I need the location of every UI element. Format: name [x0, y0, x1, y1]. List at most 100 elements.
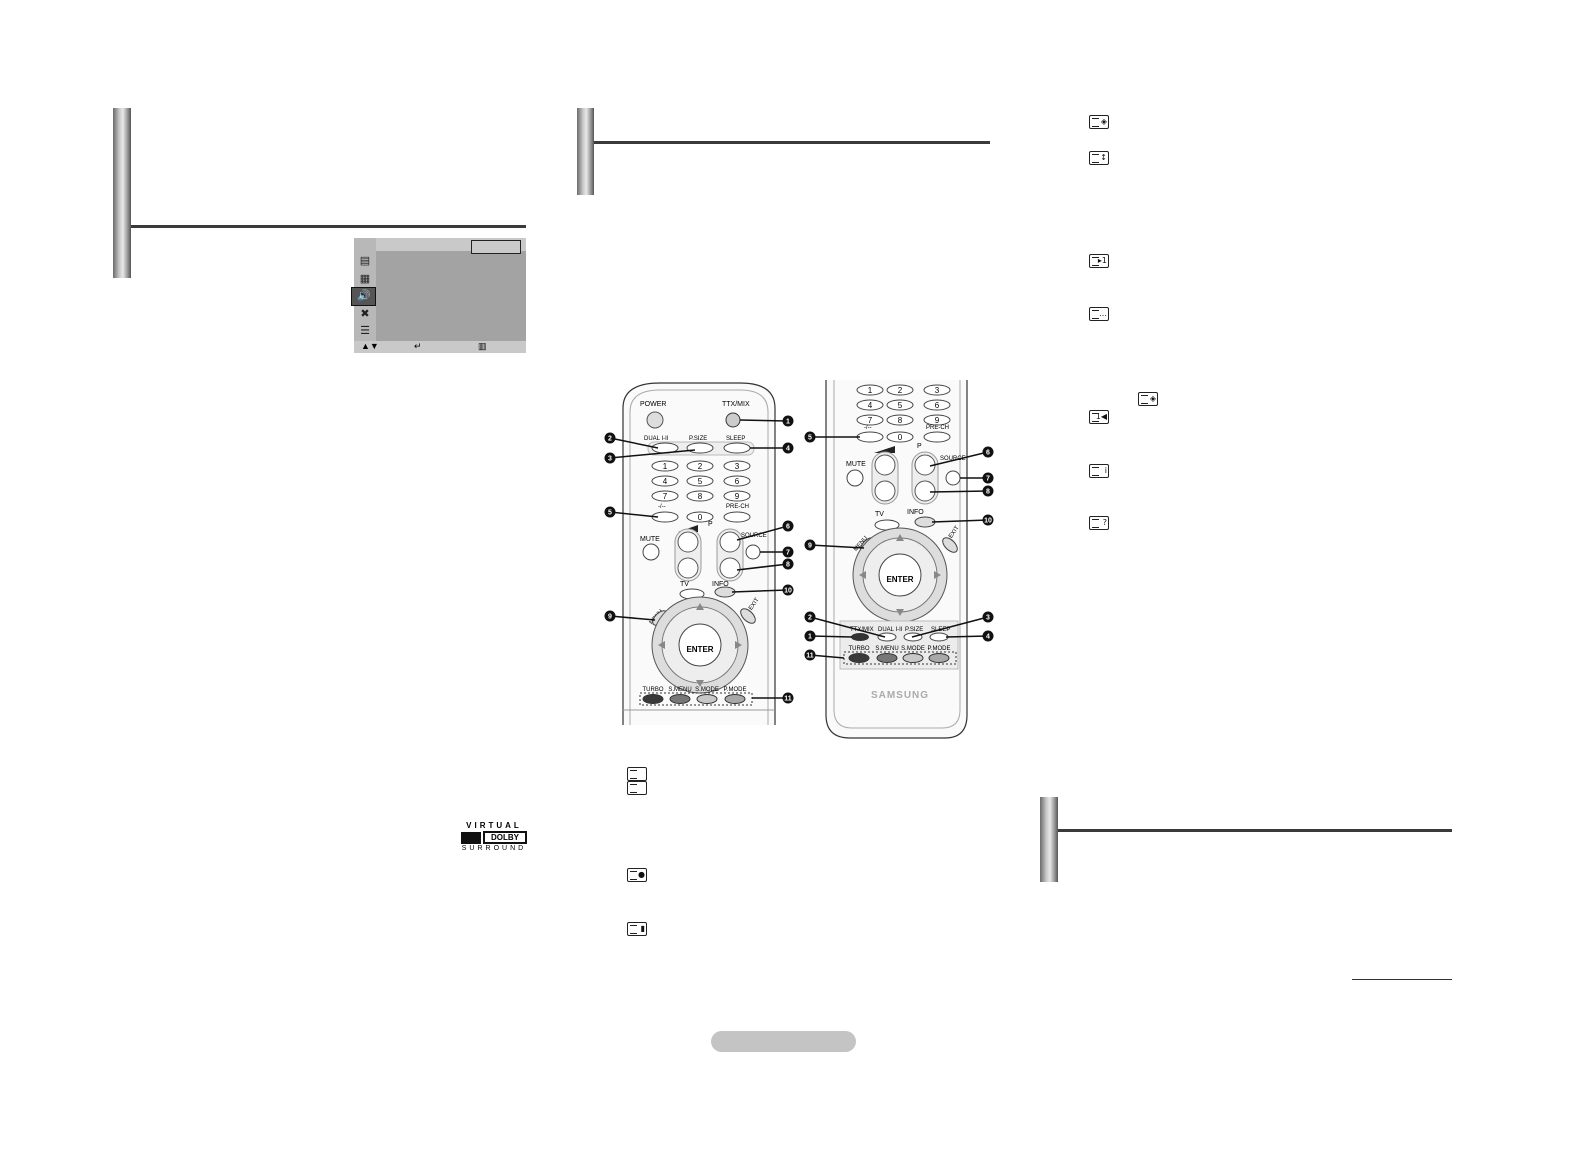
- digit-sep-button[interactable]: [856, 431, 884, 443]
- pmode-button[interactable]: [724, 694, 746, 704]
- key-label: 8: [698, 492, 703, 501]
- key-label: 9: [935, 416, 940, 425]
- info-label: INFO: [907, 509, 924, 516]
- mute-label: MUTE: [846, 461, 866, 468]
- enter-label: ENTER: [886, 575, 913, 584]
- turbo-button[interactable]: [642, 694, 664, 704]
- key-label: 4: [663, 477, 668, 486]
- key-9-button[interactable]: [923, 414, 951, 426]
- smode-button[interactable]: [696, 694, 718, 704]
- callout-2: [804, 611, 816, 623]
- key-1-button[interactable]: [856, 384, 884, 396]
- ttx-mix-button[interactable]: [725, 412, 741, 428]
- sleep-button[interactable]: [929, 632, 949, 642]
- key-0-button[interactable]: [886, 431, 914, 443]
- color-button-label: TURBO: [643, 687, 664, 693]
- key-7-button[interactable]: [856, 414, 884, 426]
- volume-up-button[interactable]: [874, 454, 896, 476]
- key-label: 4: [868, 401, 873, 410]
- psize-label: P.SIZE: [689, 436, 707, 442]
- key-6-button[interactable]: [723, 475, 751, 487]
- exit-button[interactable]: [940, 535, 960, 555]
- key-4-button[interactable]: [856, 399, 884, 411]
- smode-button[interactable]: [902, 653, 924, 663]
- callout-number: 3: [608, 456, 612, 463]
- dolby-virtual-surround-logo: VIRTUAL DOLBY SURROUND: [461, 821, 527, 852]
- power-button[interactable]: [646, 411, 664, 429]
- mute-button[interactable]: [846, 469, 864, 487]
- key-label: 0: [698, 513, 703, 522]
- prech-button[interactable]: [923, 431, 951, 443]
- teletext-display-icon: [627, 767, 647, 781]
- callout-6: [982, 446, 994, 458]
- teletext-index-icon: 1◀: [1089, 410, 1109, 424]
- channel-down-button[interactable]: [719, 557, 741, 579]
- prech-button[interactable]: [723, 511, 751, 523]
- key-label: 2: [698, 462, 703, 471]
- teletext-help-icon: ?: [1089, 516, 1109, 530]
- source-button[interactable]: [745, 544, 761, 560]
- sleep-button[interactable]: [723, 442, 751, 454]
- key-4-button[interactable]: [651, 475, 679, 487]
- key-2-button[interactable]: [686, 460, 714, 472]
- key-2-button[interactable]: [886, 384, 914, 396]
- pmode-button[interactable]: [928, 653, 950, 663]
- callout-10: [782, 584, 794, 596]
- page-number-pill: [711, 1031, 856, 1052]
- logo-line2: SURROUND: [461, 845, 527, 852]
- key-7-button[interactable]: [651, 490, 679, 502]
- channel-down-button[interactable]: [914, 480, 936, 502]
- source-button[interactable]: [945, 470, 961, 486]
- key-1-button[interactable]: [651, 460, 679, 472]
- enter-button[interactable]: [678, 623, 722, 667]
- channel-up-button[interactable]: [719, 531, 741, 553]
- key-9-button[interactable]: [723, 490, 751, 502]
- callout-number: 6: [786, 524, 790, 531]
- prech-label: PRE-CH: [926, 425, 949, 431]
- dual-label: DUAL I-II: [644, 436, 669, 442]
- section-bar-middle: [577, 108, 594, 195]
- volume-up-button[interactable]: [677, 531, 699, 553]
- callout-3: [604, 452, 616, 464]
- ttx-mix-button[interactable]: [851, 633, 869, 641]
- key-3-button[interactable]: [923, 384, 951, 396]
- exit-button[interactable]: [738, 606, 758, 626]
- callout-11: [804, 649, 816, 661]
- callout-number: 1: [808, 634, 812, 641]
- ttx-label: TTX/MIX: [850, 627, 874, 633]
- section-bar-right: [1040, 797, 1058, 882]
- volume-down-button[interactable]: [874, 480, 896, 502]
- volume-down-button[interactable]: [677, 557, 699, 579]
- smenu-button[interactable]: [669, 694, 691, 704]
- key-5-button[interactable]: [886, 399, 914, 411]
- mute-button[interactable]: [642, 543, 660, 561]
- dual-button[interactable]: [877, 632, 897, 642]
- key-5-button[interactable]: [686, 475, 714, 487]
- turbo-button[interactable]: [848, 653, 870, 663]
- smenu-button[interactable]: [876, 653, 898, 663]
- continued-rule: [1352, 979, 1452, 980]
- key-6-button[interactable]: [923, 399, 951, 411]
- key-8-button[interactable]: [886, 414, 914, 426]
- dual-label: DUAL I-II: [878, 627, 903, 633]
- key-label: 1: [663, 462, 668, 471]
- callout-number: 5: [808, 435, 812, 442]
- enter-button[interactable]: [878, 553, 922, 597]
- callout-11: [782, 692, 794, 704]
- logo-brand: DOLBY: [483, 831, 527, 844]
- key-0-button[interactable]: [686, 511, 714, 523]
- key-8-button[interactable]: [686, 490, 714, 502]
- key-3-button[interactable]: [723, 460, 751, 472]
- setup-icon: ☰: [360, 325, 370, 337]
- ttx-label: TTX/MIX: [722, 401, 750, 408]
- callout-number: 7: [786, 550, 790, 557]
- tv-label: TV: [680, 581, 689, 588]
- menu-highlight-box: [471, 240, 521, 254]
- input-icon: ▤: [359, 255, 371, 267]
- psize-button[interactable]: [686, 442, 714, 454]
